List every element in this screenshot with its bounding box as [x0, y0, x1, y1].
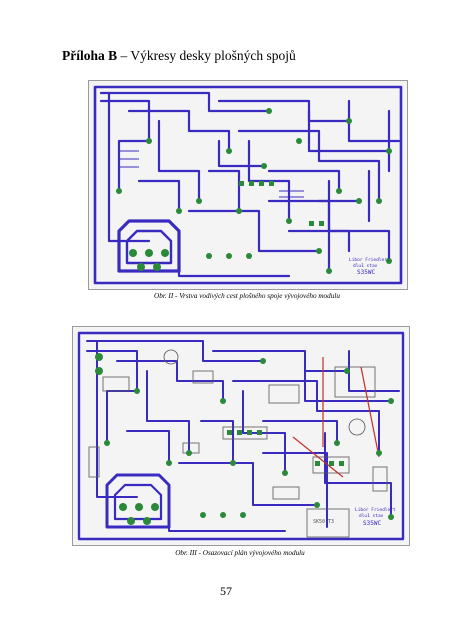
- appendix-title: Výkresy desky plošných spojů: [130, 48, 296, 63]
- pcb-assembly-plan-drawing: SK50 T3 Libor Friedlert dlu1 stav S35WC: [77, 331, 405, 541]
- assembly-label-line-2: dlu1 stav: [359, 513, 384, 519]
- figure2-caption: Obr. III - Osazovací plán vývojového mod…: [175, 549, 305, 557]
- pcb-assembly-plan-figure: SK50 T3 Libor Friedlert dlu1 stav S35WC: [72, 326, 410, 546]
- figure1-caption: Obr. II - Vrstva vodivých cest plošného …: [154, 292, 340, 300]
- trace-label-line-2: dlu1 stav: [353, 263, 378, 269]
- page-number: 57: [220, 584, 232, 598]
- trace-label-line-3: S35WC: [357, 269, 375, 276]
- appendix-heading: Příloha B – Výkresy desky plošných spojů: [62, 48, 296, 64]
- assembly-label-line-1: Libor Friedlert: [355, 507, 396, 513]
- appendix-prefix: Příloha B: [62, 48, 118, 63]
- pcb-trace-layer-drawing: Libor Friedlert dlu1 stav S35WC: [93, 85, 403, 285]
- pcb-trace-layer-figure: Libor Friedlert dlu1 stav S35WC: [88, 80, 408, 290]
- assembly-label-line-3: S35WC: [363, 520, 381, 527]
- trace-label-line-1: Libor Friedlert: [349, 257, 390, 263]
- heading-dash: –: [117, 48, 131, 63]
- assembly-component-label: SK50 T3: [313, 519, 334, 525]
